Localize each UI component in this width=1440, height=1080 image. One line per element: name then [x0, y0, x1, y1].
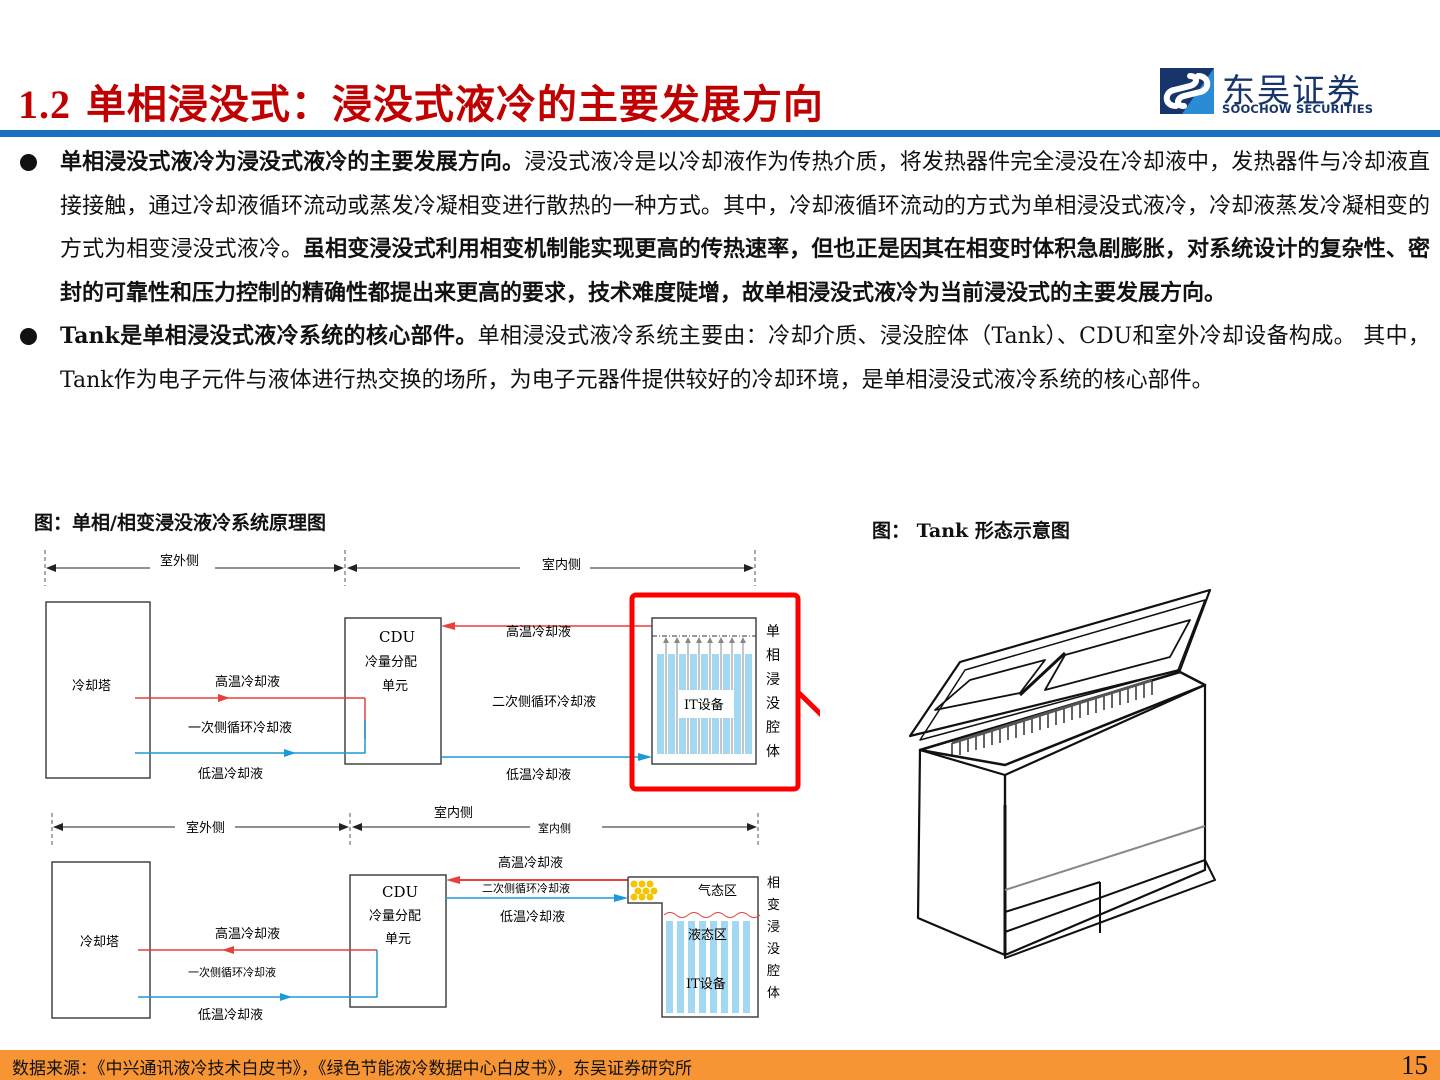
- vapor-bubbles: [630, 880, 658, 901]
- single-phase-diagram: 室外侧 室内侧 冷却塔 CDU 冷量分配 单元 高温冷却液 一次侧循环冷却液 低…: [44, 550, 892, 792]
- section-title: 单相浸没式：浸没式液冷的主要发展方向: [85, 81, 824, 128]
- bullet-dot-icon: [20, 154, 37, 171]
- bullet-list: 单相浸没式液冷为浸没式液冷的主要发展方向。浸没式液冷是以冷却液作为传热介质，将发…: [18, 141, 1430, 402]
- header-divider: [0, 130, 1440, 137]
- cdu-subtitle: 冷量分配: [369, 909, 421, 924]
- tank-label-char: 没: [766, 696, 780, 712]
- page-title: 1.2 单相浸没式：浸没式液冷的主要发展方向: [18, 72, 824, 130]
- cooling-tower-box: [45, 601, 151, 779]
- cdu-title: CDU: [382, 883, 418, 901]
- secondary-loop-label: 二次侧循环冷却液: [492, 694, 596, 710]
- cold-secondary-label: 低温冷却液: [500, 910, 565, 925]
- tank-label-char: 没: [767, 942, 780, 957]
- cdu-subtitle: 冷量分配: [365, 655, 417, 670]
- cold-secondary-label: 低温冷却液: [506, 768, 571, 783]
- bullet-lead: 单相浸没式液冷为浸没式液冷的主要发展方向。: [60, 149, 525, 175]
- bullet-item: Tank是单相浸没式液冷系统的核心部件。单相浸没式液冷系统主要由：冷却介质、浸没…: [18, 315, 1430, 402]
- logo-name-cn: 东吴证券: [1222, 71, 1362, 110]
- tank-illustration: [860, 560, 1320, 980]
- outdoor-side-label: 室外侧: [160, 553, 199, 569]
- cooling-tower-label: 冷却塔: [80, 935, 119, 950]
- it-equipment-label: IT设备: [686, 976, 726, 992]
- hot-coolant-label: 高温冷却液: [215, 926, 280, 942]
- two-phase-diagram: 室外侧 室内侧 室内侧 冷却塔 CDU 冷量分配 单元 高温冷却液 一次侧循环冷…: [51, 805, 780, 1023]
- footer-bar: 数据来源：《中兴通讯液冷技术白皮书》，《绿色节能液冷数据中心白皮书》，东吴证券研…: [0, 1050, 1440, 1080]
- cooling-tower-label: 冷却塔: [72, 679, 111, 694]
- tank-label-char: 体: [767, 986, 780, 1001]
- cdu-subtitle-2: 单元: [385, 932, 411, 947]
- section-number: 1.2: [18, 82, 71, 127]
- hot-secondary-label: 高温冷却液: [498, 855, 563, 871]
- secondary-loop-label: 二次侧循环冷却液: [482, 881, 570, 895]
- tank-label-char: 腔: [766, 720, 780, 736]
- bullet-body: 单相浸没式液冷系统主要由：冷却介质、浸没腔体（Tank）、CDU和室外冷却设备构…: [60, 324, 1430, 393]
- figure-caption-left: 图：单相/相变浸没液冷系统原理图: [34, 512, 326, 534]
- tank-label-char: 浸: [767, 920, 780, 935]
- server-slots: [951, 678, 1153, 757]
- data-source: 数据来源：《中兴通讯液冷技术白皮书》，《绿色节能液冷数据中心白皮书》，东吴证券研…: [12, 1059, 692, 1079]
- tank-label-char: 体: [766, 744, 780, 760]
- indoor-side-label-small: 室内侧: [538, 821, 571, 835]
- tank-label-char: 浸: [766, 672, 780, 688]
- primary-loop-label: 一次侧循环冷却液: [188, 965, 276, 979]
- cold-coolant-label: 低温冷却液: [198, 767, 263, 782]
- bullet-lead: Tank是单相浸没式液冷系统的核心部件。: [60, 323, 478, 349]
- cdu-box: [344, 617, 442, 765]
- tank-lid: [908, 588, 1212, 741]
- page-number: 15: [1401, 1050, 1428, 1080]
- bullet-body: 浸没式液冷是以冷却液作为传热介质，将发热器件完全浸没在冷却液中，发热器件与冷却液…: [60, 150, 1430, 262]
- indoor-side-label: 室内侧: [434, 805, 473, 821]
- outdoor-side-label: 室外侧: [186, 820, 225, 836]
- tank-label-char: 相: [766, 648, 780, 664]
- tank-label-char: 相: [767, 876, 780, 891]
- company-logo: 东吴证券 SOOCHOW SECURITIES: [1160, 64, 1380, 120]
- cooling-tower-box: [51, 861, 151, 1019]
- tank-body: [916, 683, 1216, 959]
- liquid-zone-label: 液态区: [688, 928, 727, 943]
- tank-label-char: 单: [766, 624, 780, 640]
- bullet-emphasis: 虽相变浸没式利用相变机制能实现更高的传热速率，但也正是因其在相变时体积急剧膨胀，…: [60, 236, 1430, 306]
- soochow-logo-icon: [1160, 68, 1214, 114]
- bullet-dot-icon: [20, 328, 37, 345]
- tank-label-char: 腔: [767, 964, 780, 979]
- figure-caption-right: 图： Tank 形态示意图: [872, 520, 1070, 542]
- highlight-arrow: [796, 690, 880, 772]
- gas-zone-label: 气态区: [698, 883, 737, 899]
- hot-secondary-label: 高温冷却液: [506, 624, 571, 640]
- cdu-title: CDU: [379, 628, 415, 646]
- cdu-box: [349, 874, 447, 1008]
- cdu-subtitle-2: 单元: [382, 679, 408, 694]
- tank-label-char: 变: [767, 897, 780, 913]
- bullet-item: 单相浸没式液冷为浸没式液冷的主要发展方向。浸没式液冷是以冷却液作为传热介质，将发…: [18, 141, 1430, 315]
- cooling-system-diagram: 室外侧 室内侧 冷却塔 CDU 冷量分配 单元 高温冷却液 一次侧循环冷却液 低…: [30, 540, 892, 1040]
- cold-coolant-label: 低温冷却液: [198, 1008, 263, 1023]
- it-equipment-label: IT设备: [684, 697, 724, 713]
- primary-loop-label: 一次侧循环冷却液: [188, 720, 292, 736]
- indoor-side-label: 室内侧: [542, 557, 581, 573]
- hot-coolant-label: 高温冷却液: [215, 674, 280, 690]
- logo-name-en: SOOCHOW SECURITIES: [1222, 102, 1374, 116]
